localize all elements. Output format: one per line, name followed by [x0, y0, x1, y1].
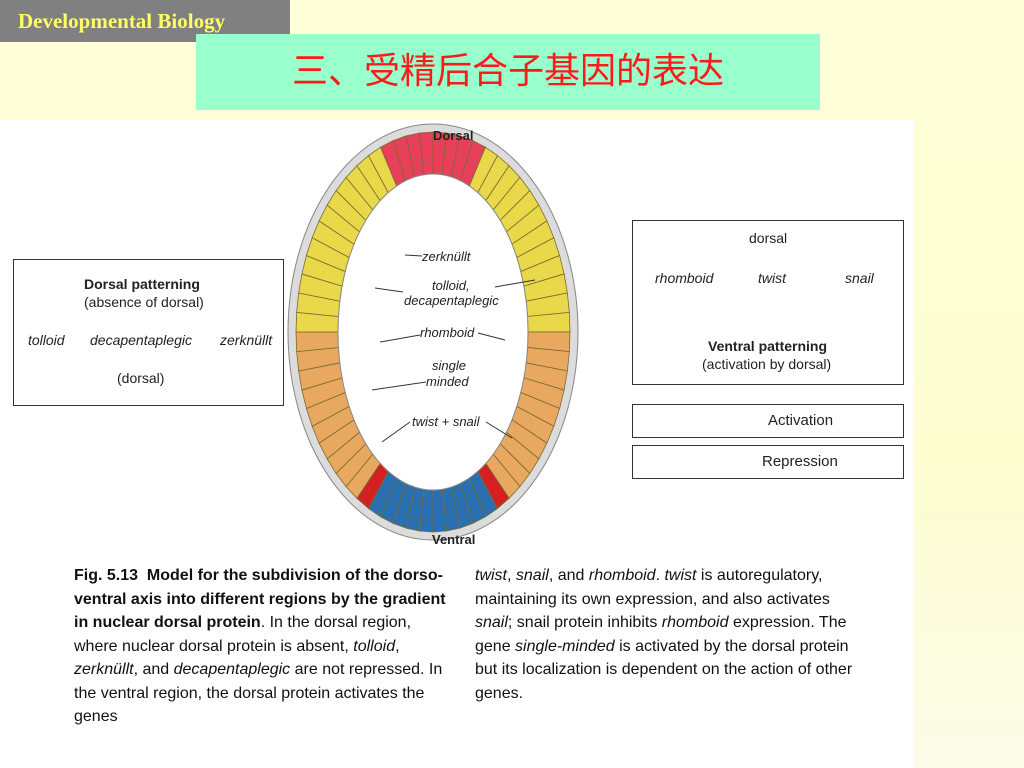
rhomboid-label: rhomboid: [420, 325, 475, 340]
caption-text-5: expression. The gene: [475, 614, 847, 655]
tolloid-label: tolloid,: [432, 278, 470, 293]
network-twist: twist: [758, 270, 786, 286]
single-label: single: [432, 358, 466, 373]
caption-fig-number: Fig. 5.13: [74, 567, 139, 584]
network-dorsal: dorsal: [749, 230, 788, 246]
caption-gene-zerknullt: zerknüllt: [74, 661, 134, 678]
dorsal-repressor-label: (dorsal): [117, 370, 165, 386]
caption-text-3: is autoregulatory, maintaining its own e…: [475, 567, 830, 608]
caption-gene-twist: twist: [475, 567, 507, 584]
embryo-diagram: [51, 123, 868, 541]
dorsal-patterning-box: [13, 259, 284, 406]
embryo-yolk: [337, 173, 529, 491]
ventral-patterning-title: Ventral patterning: [708, 338, 828, 354]
caption-text-1: . In the dorsal region, where nuclear do…: [74, 614, 412, 655]
dorsal-label: Dorsal: [433, 128, 474, 143]
caption-text-6: is activated by the dorsal protein but i…: [475, 637, 853, 702]
minded-label: minded: [426, 374, 469, 389]
dorsal-patterning-subtitle: (absence of dorsal): [84, 294, 204, 310]
caption-gene-dpp: decapentaplegic: [173, 661, 291, 678]
embryo-cell-ring: [287, 123, 579, 541]
caption-gene-twist-2: twist: [664, 567, 697, 584]
repression-label: Repression: [762, 453, 838, 470]
caption-text-2: are not repressed. In the ventral region…: [74, 661, 443, 725]
caption-bold-title: Model for the subdivision of the dorso-v…: [74, 567, 446, 631]
caption-text-4: ; snail protein inhibits: [507, 614, 658, 631]
activation-legend: [632, 404, 904, 438]
ventral-label: Ventral: [432, 532, 476, 547]
caption-sep-2: , and: [133, 661, 170, 678]
gene-tolloid: tolloid: [28, 332, 65, 348]
decapentaplegic-label: decapentaplegic: [404, 293, 499, 308]
course-tag: Developmental Biology: [0, 0, 290, 42]
caption-sep-3: ,: [507, 567, 512, 584]
caption-right: twist, snail, and rhomboid. twist is aut…: [475, 564, 855, 705]
ventral-patterning-subtitle: (activation by dorsal): [702, 356, 832, 372]
caption-gene-snail-2: snail: [475, 614, 508, 631]
slide-title: 三、受精后合子基因的表达: [196, 34, 820, 110]
caption-gene-snail: snail: [515, 567, 549, 584]
gene-decapentaplegic: decapentaplegic: [90, 332, 192, 348]
caption-gene-tolloid: tolloid: [353, 637, 396, 655]
dorsal-patterning-title: Dorsal patterning: [84, 276, 200, 292]
caption-gene-sim: single-minded: [515, 637, 615, 655]
leader-lines: [371, 254, 536, 443]
zerknullt-label: zerknüllt: [422, 249, 471, 264]
activation-label: Activation: [768, 412, 834, 429]
gene-zerknullt: zerknüllt: [220, 332, 273, 348]
caption-gene-rhomboid: rhomboid: [588, 567, 656, 584]
network-rhomboid: rhomboid: [655, 270, 714, 286]
twist-snail-label: twist + snail: [412, 414, 480, 429]
repression-legend: [632, 445, 904, 479]
caption-sep-1: ,: [395, 637, 400, 655]
figure: Dorsal Ventral zerknüllt tolloid, decape…: [0, 120, 914, 768]
ventral-patterning-box: [632, 220, 904, 385]
caption-gene-rhomboid-2: rhomboid: [661, 614, 729, 631]
network-snail: snail: [845, 270, 874, 286]
caption-sep-5: .: [655, 567, 661, 584]
caption-sep-4: , and: [548, 567, 585, 584]
caption-left: Fig. 5.13 Model for the subdivision of t…: [74, 564, 454, 729]
